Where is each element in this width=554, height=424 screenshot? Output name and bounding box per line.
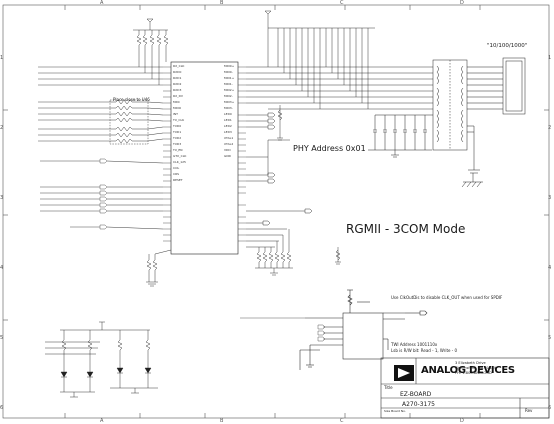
title-address-line1: 3 Elizabeth Drive	[455, 361, 486, 365]
ic-pin-label: RX_DV	[173, 94, 183, 98]
title-block-frame	[380, 357, 550, 419]
row-number: 1	[548, 55, 552, 61]
ic-pin-label: TXD2	[173, 136, 182, 140]
row-number: 3	[548, 195, 552, 201]
ic-pin-label: LED3	[224, 130, 232, 134]
pullup-resistors	[133, 18, 169, 85]
column-letter: D	[460, 418, 464, 424]
ic-pin-label: MDI1+	[224, 76, 235, 80]
phy-ic	[170, 61, 239, 255]
ic-pin-label: XTAL1	[224, 136, 234, 140]
ic-pin-label: RXD2	[173, 82, 182, 86]
series-resistors	[106, 99, 164, 230]
phy-ic-pins-left	[163, 66, 171, 242]
column-letter: D	[460, 0, 464, 6]
row-number: 1	[0, 55, 4, 61]
pulldown-resistors	[146, 249, 172, 287]
ic-pin-label: TXD3	[173, 142, 182, 146]
ic-pin-label: RX_CLK	[173, 64, 185, 68]
ic-pin-label: TXD1	[173, 130, 182, 134]
row-number: 4	[0, 265, 4, 271]
ic-pin-label: LED2	[224, 124, 232, 128]
diagram-title: RGMII - 3COM Mode	[346, 222, 466, 236]
placement-note: Place close to U46	[113, 97, 150, 102]
title-address-line3: PH: 1-800-ANALOGD	[455, 371, 492, 375]
rj45-connector	[461, 57, 526, 188]
twi-rw-note: Lsb is R/W bit: Read - 1, Write - 0	[391, 348, 457, 353]
ic-pin-label: INT	[173, 112, 178, 116]
ic-pin-label: TXD0	[173, 124, 182, 128]
ic-pin-label: CRS	[173, 172, 180, 176]
ic-pin-label: RXD1	[173, 76, 182, 80]
ic-pin-label: GTX_CLK	[173, 154, 187, 158]
ic-pin-label: MDI3+	[224, 100, 235, 104]
ic-pin-label: MDI2+	[224, 88, 235, 92]
ic-pin-label: MDI0+	[224, 64, 235, 68]
decoupling-caps	[368, 114, 433, 158]
column-letter: A	[100, 0, 104, 6]
row-number: 2	[0, 125, 4, 131]
strap-resistor-bank	[246, 228, 341, 276]
ic-pin-label: XTAL2	[224, 142, 234, 146]
phy-ic-pins-right	[238, 66, 246, 242]
ic-pin-label: VDD	[224, 148, 231, 152]
ic-pin-label: MDI3-	[224, 106, 233, 110]
ic-pin-label: MDI2-	[224, 94, 233, 98]
ic-pin-label: RESET	[173, 178, 183, 182]
magnetics-block	[432, 59, 468, 151]
column-letter: C	[340, 418, 344, 424]
ic-pin-label: MDC	[173, 100, 180, 104]
ic-pin-label: LED1	[224, 118, 232, 122]
row-number: 5	[0, 335, 4, 341]
ic-pin-label: MDIO	[173, 106, 182, 110]
row-number: 2	[548, 125, 552, 131]
title-block-title: Title	[384, 385, 393, 390]
connector-label: "10/100/1000"	[487, 43, 528, 49]
left-signal-nets	[38, 66, 163, 228]
ic-pin-label: RXD3	[173, 88, 182, 92]
ic-pin-label: COL	[173, 166, 180, 170]
ic-pin-label: LED0	[224, 112, 232, 116]
row-number: 3	[0, 195, 4, 201]
ic-pin-label: RXD0	[173, 70, 182, 74]
ic-pin-label: MDI1-	[224, 82, 233, 86]
twi-address-note: TWI Address 1001110x	[391, 342, 438, 347]
column-letter: B	[220, 418, 224, 424]
ic-pin-label: TX_EN	[173, 148, 183, 152]
ic-pin-label: TX_CLK	[173, 118, 185, 122]
row-number: 6	[548, 405, 552, 411]
twi-net-flags	[240, 317, 326, 342]
row-number: 5	[548, 335, 552, 341]
phy-address-label: PHY Address 0x01	[293, 144, 366, 153]
twi-ic	[299, 289, 428, 370]
column-letter: A	[100, 418, 104, 424]
mdi-bus	[246, 10, 433, 110]
title-block-rev: Rev	[525, 408, 533, 413]
column-letter: B	[220, 0, 224, 6]
row-number: 4	[548, 265, 552, 271]
net-flags-left	[99, 158, 108, 230]
clkout-note: Use ClkOutDis to disable CLK_OUT when us…	[391, 295, 503, 300]
company-logo-text: ANALOG DEVICES	[421, 365, 515, 376]
ic-pin-label: GND	[224, 154, 231, 158]
column-letter: C	[340, 0, 344, 6]
row-number: 6	[0, 405, 4, 411]
title-block-sheet: A270-3175	[402, 401, 435, 408]
analog-devices-logo-mark	[394, 365, 414, 381]
led-section	[45, 321, 158, 398]
ic-pin-label: CLK_125	[173, 160, 186, 164]
ic-pin-label: MDI0-	[224, 70, 233, 74]
title-address-line2: Chelmsford, MA 01824	[455, 366, 496, 370]
phy-address-straps	[246, 105, 313, 226]
title-block-size: Size Board No.	[384, 409, 406, 413]
title-block-doc-number: EZ-BOARD	[400, 391, 432, 398]
sheet-border	[2, 4, 550, 419]
